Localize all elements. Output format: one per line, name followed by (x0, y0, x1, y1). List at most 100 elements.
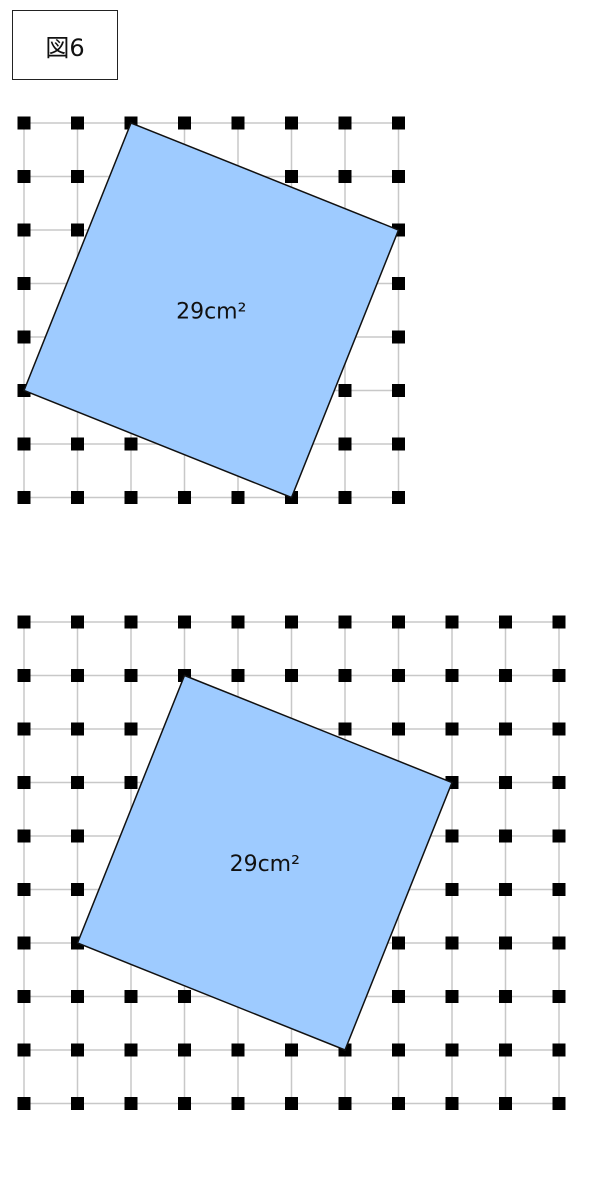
grid-dot (445, 615, 459, 629)
grid-dot (445, 883, 459, 896)
grid-dot (392, 1097, 405, 1110)
grid-dot (392, 437, 405, 451)
grid-dot (124, 615, 138, 629)
grid-dot (392, 1043, 405, 1057)
area-label: 29cm² (176, 299, 246, 324)
grid-dot (71, 491, 84, 504)
grid-dot (71, 170, 84, 183)
grid-dot (285, 170, 298, 183)
grid-dot (445, 829, 459, 843)
grid-dot (231, 1043, 245, 1057)
grid-dot (445, 1097, 459, 1110)
grid-dot (338, 615, 352, 629)
grid-dot (392, 116, 405, 130)
grid-dot (445, 1043, 459, 1057)
grid-dot (499, 669, 512, 682)
grid-dot (499, 1043, 512, 1057)
grid-dot (392, 170, 405, 183)
grid-dot (338, 437, 352, 451)
grid-dot (17, 491, 31, 504)
grid-dot (445, 722, 459, 736)
grid-dot (178, 615, 191, 629)
grid-dot (124, 1043, 138, 1057)
grid-dot (124, 437, 138, 451)
grid-dot (338, 170, 352, 183)
grid-dot (392, 330, 405, 344)
grid-dot (552, 1043, 566, 1057)
grid-dot (552, 936, 566, 950)
tilted-square (23, 122, 400, 499)
grid-dot (392, 615, 405, 629)
grid-dot (552, 1097, 566, 1110)
grid-dot (17, 223, 31, 237)
grid-dot (392, 491, 405, 504)
grid-dot (17, 330, 31, 344)
grid-dot (17, 776, 31, 789)
grid-dot (231, 615, 245, 629)
grid-dot (17, 829, 31, 843)
grid-dot (71, 990, 84, 1003)
grid-dot (71, 776, 84, 789)
grid-dot (71, 1043, 84, 1057)
grid-dot (285, 116, 298, 130)
grid-dot (499, 990, 512, 1003)
grid-dot (392, 936, 405, 950)
grid-dot (285, 1097, 298, 1110)
grid-dot (71, 116, 84, 130)
grid-dot (285, 669, 298, 682)
diagram-top: 29cm² (17, 116, 405, 504)
grid-dot (552, 829, 566, 843)
area-label: 29cm² (230, 852, 300, 877)
grid-dot (445, 990, 459, 1003)
grid-dot (124, 491, 138, 504)
grid-dot (285, 615, 298, 629)
grid-dot (338, 491, 352, 504)
diagram-bottom: 29cm² (17, 615, 566, 1110)
grid-dot (17, 437, 31, 451)
grid-dot (499, 1097, 512, 1110)
grid-dot (17, 116, 31, 130)
grid-dot (552, 883, 566, 896)
grid-dot (178, 1043, 191, 1057)
grid-dot (71, 223, 84, 237)
grid-dot (392, 990, 405, 1003)
grid-dot (231, 491, 245, 504)
figure-label: 図6 (12, 10, 118, 80)
grid-dot (178, 1097, 191, 1110)
grid-dot (17, 1043, 31, 1057)
grid-dot (499, 776, 512, 789)
grid-dot (392, 384, 405, 397)
grid-dot (71, 829, 84, 843)
grid-dot (499, 936, 512, 950)
grid-dot (17, 722, 31, 736)
grid-dot (285, 1043, 298, 1057)
grid-dot (338, 669, 352, 682)
grid-dot (17, 936, 31, 950)
grid-dot (552, 776, 566, 789)
grid-dot (71, 1097, 84, 1110)
grid-dot (552, 615, 566, 629)
grid-dot (445, 936, 459, 950)
grid-dot (499, 829, 512, 843)
grid-dot (552, 722, 566, 736)
grid-dot (231, 1097, 245, 1110)
grid-dot (499, 883, 512, 896)
grid-dot (392, 669, 405, 682)
grid-dot (231, 116, 245, 130)
grid-dot (338, 116, 352, 130)
grid-dot (124, 776, 138, 789)
grid-dot (17, 277, 31, 290)
grid-dot (445, 669, 459, 682)
grid-dot (17, 990, 31, 1003)
grid-dot (178, 990, 191, 1003)
grid-dot (17, 883, 31, 896)
grid-dot (71, 669, 84, 682)
grid-dot (499, 722, 512, 736)
grid-dot (552, 669, 566, 682)
grid-dot (178, 116, 191, 130)
grid-dot (552, 990, 566, 1003)
grid-dot (71, 883, 84, 896)
tilted-square (76, 674, 453, 1051)
grid-dot (124, 669, 138, 682)
